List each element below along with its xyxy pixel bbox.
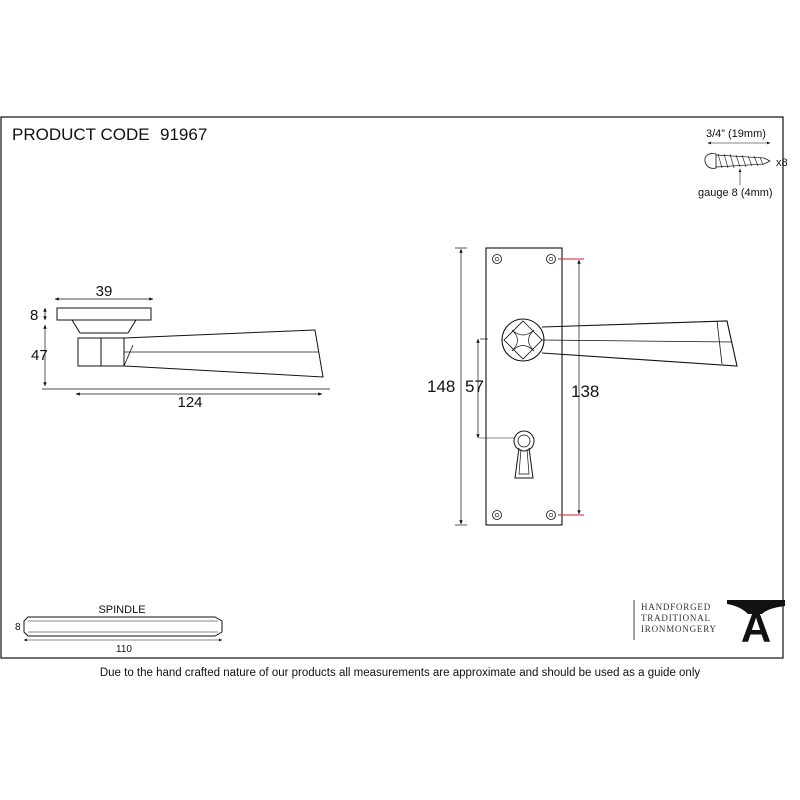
brand-logo: HANDFORGED TRADITIONAL IRONMONGERY A: [633, 600, 785, 651]
lever-arm: [541, 320, 738, 367]
logo-line-2: TRADITIONAL: [641, 613, 711, 623]
rose-thickness-label: 8: [30, 307, 38, 324]
spindle-thickness-label: 8: [15, 622, 21, 633]
screw-icon: [704, 153, 771, 169]
spindle-label: SPINDLE: [98, 604, 145, 616]
lever-boss: [501, 318, 545, 362]
fixing-hole-bottom-left: [492, 510, 502, 520]
rose-width-label: 39: [96, 283, 113, 300]
screw-length: 3/4” (19mm): [706, 128, 766, 140]
logo-mark: A: [741, 604, 771, 651]
height-label: 47: [31, 347, 48, 364]
handle-side-view: [56, 307, 324, 378]
spindle-length-label: 110: [116, 644, 132, 655]
fixing-hole-top-left: [492, 254, 502, 264]
spindle-to-keyhole-label: 57: [465, 377, 484, 396]
lever-length-label: 124: [177, 394, 202, 411]
screw-quantity: x8: [776, 157, 788, 169]
fixing-hole-bottom-right: [546, 510, 556, 520]
plate-view-dimensions: 148 57 138: [427, 247, 599, 526]
fixing-centres-label: 138: [571, 382, 599, 401]
disclaimer: Due to the hand crafted nature of our pr…: [99, 667, 701, 679]
anvil-icon: [727, 600, 785, 614]
product-code-label: PRODUCT CODE: [12, 125, 150, 144]
screw-detail: 3/4” (19mm) x8 gauge 8 (4mm): [698, 128, 788, 199]
plate-height-label: 148: [427, 377, 455, 396]
drawing-frame: [0, 116, 784, 659]
fixing-hole-top-right: [546, 254, 556, 264]
product-code: 91967: [160, 125, 207, 144]
side-view-dimensions: 39 8 47 124: [30, 283, 330, 411]
screw-gauge: gauge 8 (4mm): [698, 187, 773, 199]
keyhole: [513, 430, 535, 479]
handle-plate-view: [485, 247, 738, 526]
spindle-detail: SPINDLE 8 110: [15, 604, 223, 655]
logo-line-3: IRONMONGERY: [641, 624, 717, 634]
logo-line-1: HANDFORGED: [641, 602, 711, 612]
